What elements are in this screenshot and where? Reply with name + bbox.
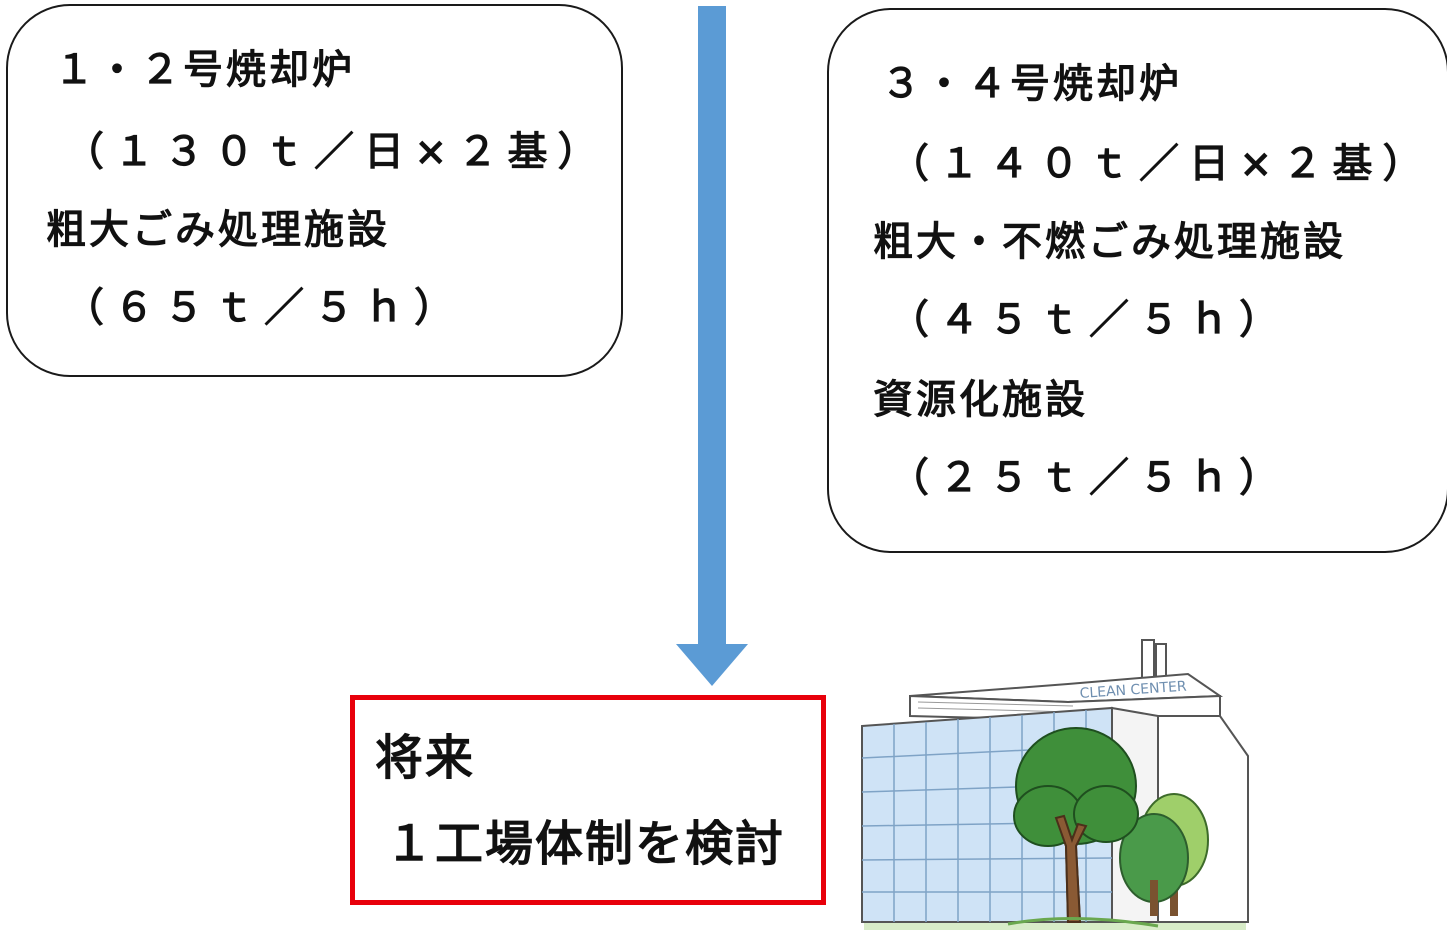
recycling-facility-capacity: （２５ｔ／５ｈ） [889, 455, 1289, 501]
building-sign-text: CLEAN CENTER [1079, 679, 1187, 702]
incinerator-3-4-capacity: （１４０ｔ／日×２基） [889, 141, 1433, 187]
down-arrow-icon [676, 6, 748, 686]
incinerator-1-2-title: １・２号焼却炉 [54, 47, 355, 93]
future-label: 将来 [375, 730, 476, 786]
single-plant-plan-text: １工場体制を検討 [385, 816, 786, 872]
bulky-noncombustible-facility-title: 粗大・不燃ごみ処理施設 [873, 219, 1346, 265]
clean-center-building-illustration: CLEAN CENTER [861, 639, 1249, 930]
bulky-waste-facility-title: 粗大ごみ処理施設 [46, 207, 390, 253]
incinerator-3-4-title: ３・４号焼却炉 [881, 61, 1182, 107]
future-plan-box: 将来 １工場体制を検討 [350, 695, 826, 905]
bulky-noncombustible-facility-capacity: （４５ｔ／５ｈ） [889, 297, 1289, 343]
bulky-waste-facility-capacity: （６５ｔ／５ｈ） [64, 285, 464, 331]
recycling-facility-title: 資源化施設 [873, 377, 1088, 423]
facility-box-units-1-2: １・２号焼却炉 （１３０ｔ／日×２基） 粗大ごみ処理施設 （６５ｔ／５ｈ） [6, 4, 623, 377]
incinerator-1-2-capacity: （１３０ｔ／日×２基） [64, 129, 608, 175]
facility-box-units-3-4: ３・４号焼却炉 （１４０ｔ／日×２基） 粗大・不燃ごみ処理施設 （４５ｔ／５ｈ）… [827, 8, 1447, 553]
